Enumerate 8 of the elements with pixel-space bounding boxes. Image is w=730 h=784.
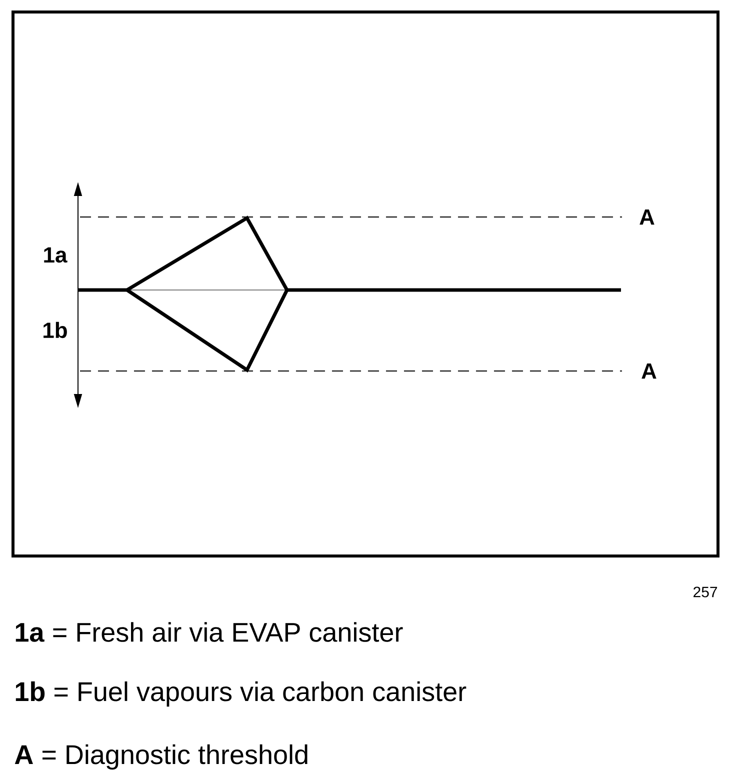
region-label: 1b bbox=[44, 322, 67, 338]
legend-text: A = Diagnostic threshold bbox=[14, 744, 308, 770]
region-label: 1a bbox=[44, 247, 68, 263]
legend-text: 1a = Fresh air via EVAP canister bbox=[16, 622, 403, 642]
legend-text: 1b = Fuel vapours via carbon canister bbox=[16, 681, 466, 707]
threshold-label: A bbox=[640, 209, 654, 225]
threshold-label: A bbox=[642, 363, 656, 379]
figure-number: 257 bbox=[694, 586, 718, 598]
